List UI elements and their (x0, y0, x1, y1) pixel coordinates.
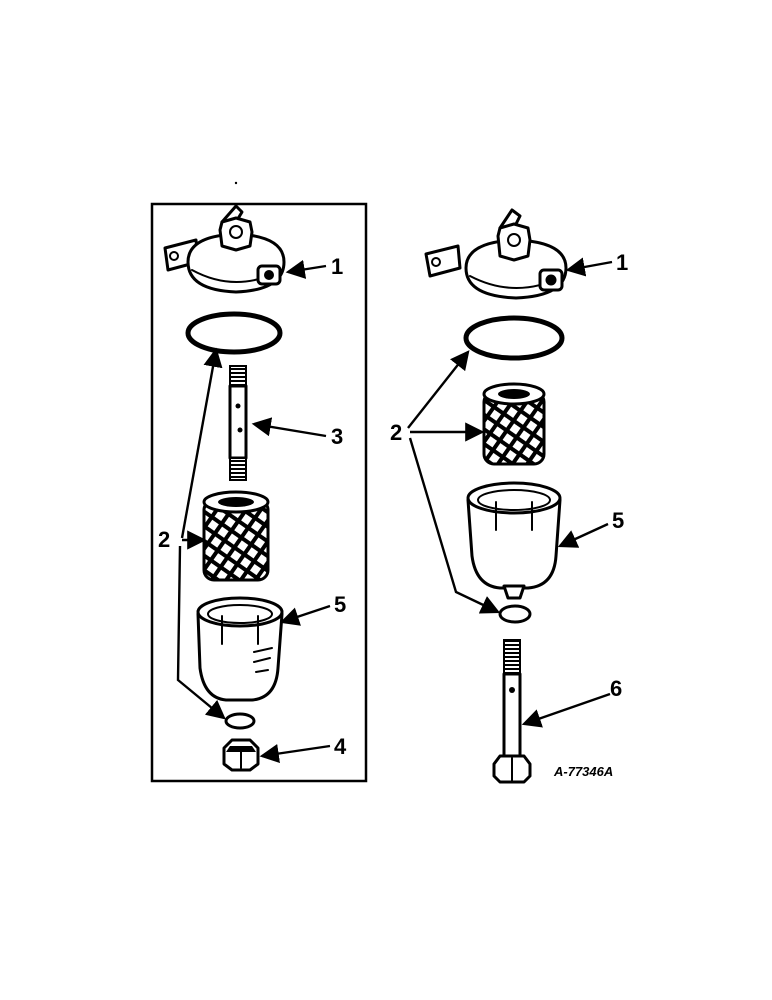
drawing-number: A-77346A (553, 764, 613, 779)
left-assembly: 1 2 3 4 5 (150, 202, 368, 783)
callout-left-5: 5 (334, 592, 346, 617)
right-filter-element (482, 382, 546, 466)
left-filter-bowl (196, 596, 284, 702)
left-stud (228, 365, 248, 481)
left-gasket (185, 311, 283, 355)
callout-right-1: 1 (616, 250, 628, 275)
leader-right-5 (557, 522, 609, 548)
callout-right-5: 5 (612, 508, 624, 533)
right-bolt (492, 639, 532, 784)
leader-left-2a (180, 347, 223, 539)
callout-left-1: 1 (331, 254, 343, 279)
leader-right-2c (408, 437, 501, 614)
right-filter-bowl (466, 481, 562, 600)
stray-dot (234, 181, 238, 185)
left-filter-head (163, 204, 286, 294)
leader-left-1 (285, 259, 327, 279)
leader-left-5 (279, 604, 331, 626)
right-washer (498, 604, 532, 624)
leader-right-2a (407, 350, 470, 429)
left-washer (224, 712, 256, 730)
leader-left-3 (251, 417, 327, 438)
callout-left-2: 2 (158, 527, 170, 552)
callout-left-3: 3 (331, 424, 343, 449)
leader-left-4 (259, 744, 331, 764)
left-filter-element (202, 490, 270, 582)
left-assembly-frame (150, 202, 368, 783)
right-assembly: 1 2 5 6 A-77346A (390, 208, 628, 784)
leader-right-1 (565, 257, 613, 277)
right-filter-head (424, 208, 568, 300)
callout-right-2: 2 (390, 420, 402, 445)
left-nut (222, 738, 260, 772)
callout-right-6: 6 (610, 676, 622, 701)
leader-right-6 (521, 692, 611, 728)
callout-left-4: 4 (334, 734, 347, 759)
leader-left-2c (176, 545, 226, 720)
right-gasket (463, 315, 565, 361)
